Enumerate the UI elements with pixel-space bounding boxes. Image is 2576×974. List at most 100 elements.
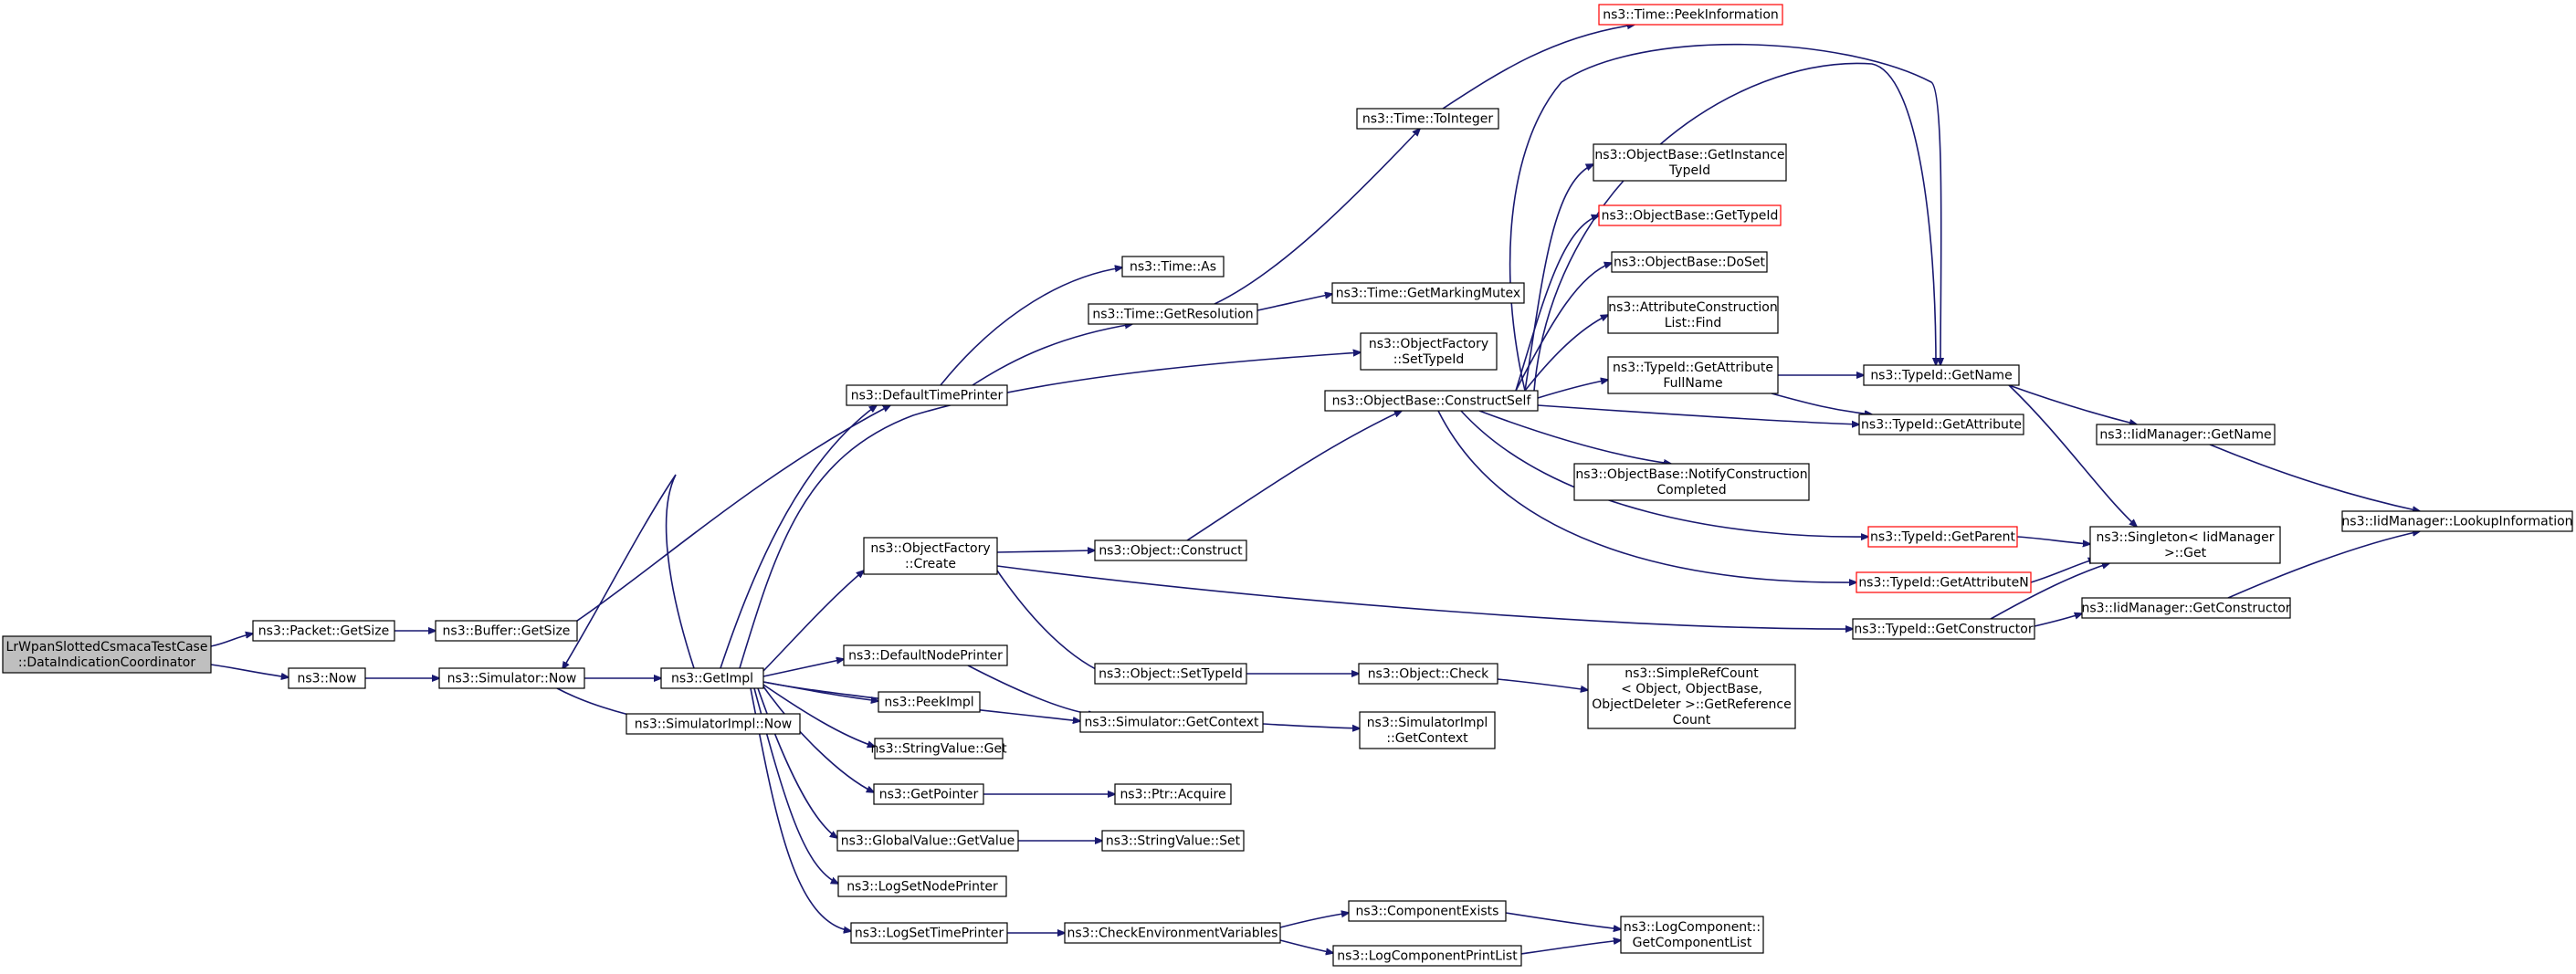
node-typeid-getname[interactable]: ns3::TypeId::GetName (1863, 364, 2020, 386)
node-box (1587, 664, 1796, 729)
node-box (1593, 143, 1787, 182)
node-stringvalue-set[interactable]: ns3::StringValue::Set (1101, 830, 1245, 852)
edge-getimpl-to-globalvalue-getvalue (757, 687, 837, 838)
node-box (1094, 663, 1247, 685)
edge-getimpl-to-defaulttimeprinter (720, 405, 877, 669)
node-simulator-now[interactable]: ns3::Simulator::Now (438, 667, 585, 689)
edge-checkenvironmentvariables-to-logcomponentprintlist (1279, 939, 1333, 953)
edge-defaulttimeprinter-to-time-getresolution (972, 324, 1132, 386)
node-objectbase-notifyconstructioncompleted[interactable]: ns3::ObjectBase::NotifyConstructionCompl… (1573, 463, 1810, 501)
node-defaultnodeprinter[interactable]: ns3::DefaultNodePrinter (843, 644, 1008, 666)
node-box (1101, 830, 1245, 852)
edge-checkenvironmentvariables-to-componentexists (1279, 913, 1349, 928)
node-object-settypeid[interactable]: ns3::Object::SetTypeId (1094, 663, 1247, 685)
node-simulator-getcontext[interactable]: ns3::Simulator::GetContext (1079, 711, 1264, 733)
edge-getimpl-to-simulator-now (563, 474, 695, 669)
node-box (2341, 510, 2573, 532)
edge-objectbase-constructself-to-typeid-getname (1509, 43, 1941, 392)
node-box (1114, 783, 1232, 805)
node-label: ns3::LogSetTimePrinter (855, 927, 1004, 941)
node-iidmanager-lookupinformation[interactable]: ns3::IidManager::LookupInformation (2341, 510, 2573, 532)
node-objectbase-doset[interactable]: ns3::ObjectBase::DoSet (1611, 251, 1768, 273)
node-label: ::Create (905, 557, 956, 571)
node-defaulttimeprinter[interactable]: ns3::DefaultTimePrinter (846, 384, 1008, 406)
node-typeid-getparent[interactable]: ns3::TypeId::GetParent (1867, 526, 2018, 548)
edge-getimpl-to-logsettimeprinter (750, 687, 851, 931)
node-time-tointeger[interactable]: ns3::Time::ToInteger (1356, 108, 1499, 130)
node-buffer-getsize[interactable]: ns3::Buffer::GetSize (435, 620, 578, 642)
node-peekimpl[interactable]: ns3::PeekImpl (878, 691, 981, 713)
node-label: ::DataIndicationCoordinator (18, 655, 195, 670)
node-singleton-get[interactable]: ns3::Singleton< IidManager >::Get (2089, 526, 2281, 564)
node-componentexists[interactable]: ns3::ComponentExists (1348, 900, 1507, 922)
node-typeid-getattribute[interactable]: ns3::TypeId::GetAttribute (1858, 414, 2024, 435)
node-logcomponent-getcomponentlist[interactable]: ns3::LogComponent::GetComponentList (1620, 916, 1764, 954)
node-typeid-getconstructor[interactable]: ns3::TypeId::GetConstructor (1852, 618, 2035, 640)
edge-buffer-getsize-to-defaulttimeprinter-back (576, 405, 890, 622)
node-label: ::SetTypeId (1393, 352, 1465, 367)
node-label: ns3::DefaultNodePrinter (848, 649, 1003, 664)
node-typeid-getattributen[interactable]: ns3::TypeId::GetAttributeN (1856, 571, 2032, 593)
edge-objectbase-constructself-to-typeid-getattribute (1537, 404, 1859, 424)
node-objectfactory-create[interactable]: ns3::ObjectFactory::Create (863, 537, 998, 575)
edge-componentexists-to-logcomponent-getcomponentlist (1505, 912, 1621, 929)
node-iidmanager-getname[interactable]: ns3::IidManager::GetName (2096, 424, 2276, 445)
node-label: ns3::IidManager::GetName (2099, 428, 2271, 443)
node-label: LrWpanSlottedCsmacaTestCase (6, 640, 208, 655)
edge-getimpl-to-stringvalue-get (762, 684, 875, 747)
edge-iidmanager-getconstructor-to-iidmanager-lookupinformation (2227, 531, 2420, 599)
edge-objectfactory-create-to-object-settypeid (996, 570, 1105, 674)
edge-getimpl-to-objectfactory-create (762, 571, 864, 672)
node-label: ns3::GetImpl (671, 672, 753, 686)
call-edges (210, 25, 2420, 954)
node-simulatorimpl-now[interactable]: ns3::SimulatorImpl::Now (626, 713, 801, 735)
node-box (1858, 414, 2024, 435)
node-checkenvironmentvariables[interactable]: ns3::CheckEnvironmentVariables (1064, 922, 1281, 944)
node-time-peekinformation[interactable]: ns3::Time::PeekInformation (1598, 4, 1783, 26)
node-box (1358, 663, 1498, 685)
node-objectbase-gettypeid[interactable]: ns3::ObjectBase::GetTypeId (1598, 204, 1782, 226)
node-time-as[interactable]: ns3::Time::As (1121, 256, 1225, 278)
node-logsetnodeprinter[interactable]: ns3::LogSetNodePrinter (837, 875, 1007, 897)
node-box (1607, 356, 1779, 394)
node-packet-getsize[interactable]: ns3::Packet::GetSize (252, 620, 395, 642)
node-box (873, 783, 984, 805)
edge-getimpl-to-getpointer (762, 686, 874, 792)
node-label: ns3::Buffer::GetSize (443, 624, 571, 639)
node-label: ns3::ObjectBase::DoSet (1614, 256, 1765, 270)
node-label: ns3::SimulatorImpl (1367, 716, 1488, 730)
node-box (438, 667, 585, 689)
node-objectfactory-settypeid[interactable]: ns3::ObjectFactory::SetTypeId (1360, 332, 1498, 371)
node-iidmanager-getconstructor[interactable]: ns3::IidManager::GetConstructor (2081, 597, 2291, 619)
node-stringvalue-get[interactable]: ns3::StringValue::Get (870, 738, 1007, 759)
node-box (846, 384, 1008, 406)
node-objectbase-constructself[interactable]: ns3::ObjectBase::ConstructSelf (1324, 390, 1539, 412)
node-time-getresolution[interactable]: ns3::Time::GetResolution (1088, 303, 1258, 325)
node-globalvalue-getvalue[interactable]: ns3::GlobalValue::GetValue (836, 830, 1019, 852)
node-ptr-acquire[interactable]: ns3::Ptr::Acquire (1114, 783, 1232, 805)
node-object-check[interactable]: ns3::Object::Check (1358, 663, 1498, 685)
edge-typeid-getparent-to-singleton-get (2016, 536, 2090, 544)
node-now[interactable]: ns3::Now (288, 667, 366, 689)
node-logsettimeprinter[interactable]: ns3::LogSetTimePrinter (850, 922, 1008, 944)
node-label: Completed (1656, 483, 1726, 497)
node-label: ns3::PeekImpl (884, 696, 973, 710)
node-time-getmarkingmutex[interactable]: ns3::Time::GetMarkingMutex (1331, 282, 1525, 304)
node-logcomponentprintlist[interactable]: ns3::LogComponentPrintList (1332, 945, 1522, 967)
edge-typeid-getname-to-singleton-get (2008, 384, 2137, 527)
node-getpointer[interactable]: ns3::GetPointer (873, 783, 984, 805)
node-box (1359, 711, 1496, 749)
node-simulatorimpl-getcontext[interactable]: ns3::SimulatorImpl::GetContext (1359, 711, 1496, 749)
node-object-construct[interactable]: ns3::Object::Construct (1094, 539, 1247, 561)
node-simplerefcount[interactable]: ns3::SimpleRefCount< Object, ObjectBase,… (1587, 664, 1796, 729)
node-getimpl[interactable]: ns3::GetImpl (660, 667, 764, 689)
node-label: Count (1673, 713, 1711, 728)
node-box (843, 644, 1008, 666)
edge-object-check-to-simplerefcount (1497, 678, 1588, 690)
node-root[interactable]: LrWpanSlottedCsmacaTestCase::DataIndicat… (2, 635, 212, 674)
node-box (435, 620, 578, 642)
node-box (1611, 251, 1768, 273)
